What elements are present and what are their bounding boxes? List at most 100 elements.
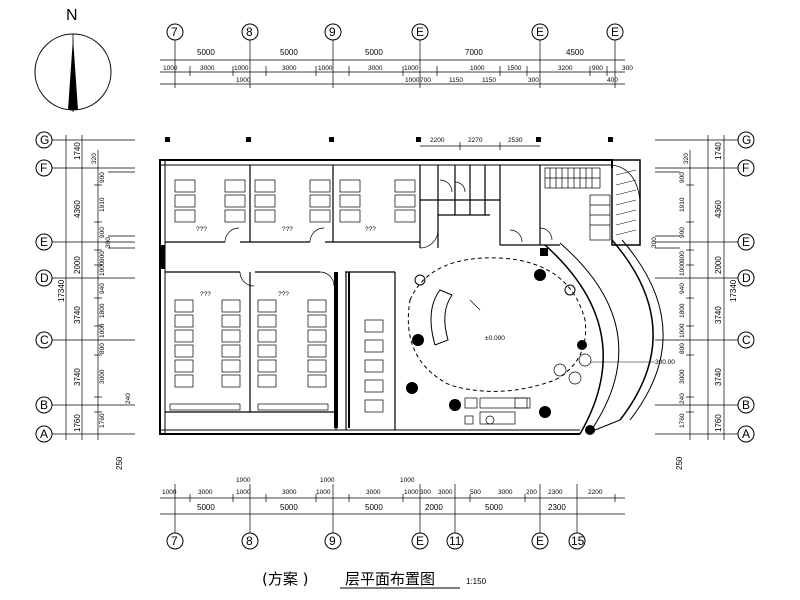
svg-text:1000: 1000: [318, 65, 333, 72]
svg-text:3000: 3000: [498, 489, 513, 496]
svg-text:1000: 1000: [316, 489, 331, 496]
svg-text:2000: 2000: [714, 256, 723, 274]
columns: [160, 137, 613, 428]
svg-text:5000: 5000: [197, 503, 215, 512]
svg-text:200: 200: [526, 489, 537, 496]
svg-text:1500: 1500: [507, 65, 522, 72]
svg-text:B: B: [40, 398, 48, 412]
svg-text:1760: 1760: [714, 414, 723, 432]
svg-text:300: 300: [528, 77, 539, 84]
svg-text:C: C: [742, 333, 751, 347]
room-labels: ??? ??? ??? ??? ???: [196, 226, 376, 298]
svg-text:900: 900: [679, 172, 686, 183]
svg-text:240: 240: [679, 393, 686, 404]
svg-text:800: 800: [679, 343, 686, 354]
grid-bubble-bottom: 8: [241, 532, 259, 550]
svg-text:2000: 2000: [73, 256, 82, 274]
svg-text:300: 300: [105, 237, 112, 248]
staircase: [544, 167, 611, 241]
svg-text:E: E: [416, 534, 424, 548]
plants: [406, 269, 595, 435]
svg-text:900: 900: [99, 172, 106, 183]
svg-text:940: 940: [679, 283, 686, 294]
svg-text:700: 700: [420, 77, 431, 84]
hatched-wall: [615, 169, 637, 236]
svg-text:1000: 1000: [234, 65, 249, 72]
grid-bubble-top: E: [606, 23, 624, 41]
svg-text:3740: 3740: [73, 368, 82, 386]
svg-text:???: ???: [282, 226, 293, 233]
lobby-dashed-area: [407, 257, 587, 392]
svg-text:320: 320: [91, 153, 98, 164]
svg-text:3740: 3740: [714, 306, 723, 324]
top-grid-bubbles: 7 8 9 E E E: [166, 23, 624, 41]
svg-text:4360: 4360: [714, 200, 723, 218]
left-grid-bubbles: G F E D C B A: [35, 131, 53, 443]
lobby-furniture: [464, 353, 592, 425]
svg-text:3000: 3000: [679, 369, 686, 384]
svg-text:A: A: [742, 427, 750, 441]
svg-text:1000: 1000: [236, 477, 251, 484]
svg-text:5000: 5000: [365, 503, 383, 512]
svg-text:900: 900: [99, 227, 106, 238]
left-dimension-text: 1740 4360 2000 3740 3740 1760 17340 320 …: [57, 142, 132, 470]
svg-text:1000: 1000: [405, 77, 420, 84]
grid-bubble-right: B: [737, 396, 755, 414]
svg-text:1800: 1800: [679, 303, 686, 318]
svg-text:D: D: [40, 271, 49, 285]
svg-text:5000: 5000: [280, 48, 298, 57]
svg-text:1150: 1150: [449, 77, 463, 84]
grid-bubble-left: E: [35, 233, 53, 251]
svg-text:1000: 1000: [163, 65, 178, 72]
grid-bubble-right: E: [737, 233, 755, 251]
svg-text:15: 15: [571, 534, 585, 548]
grid-bubble-right: C: [737, 331, 755, 349]
grid-bubble-top: 7: [166, 23, 184, 41]
svg-text:8: 8: [246, 534, 253, 548]
north-label: N: [66, 7, 78, 24]
svg-text:2000: 2000: [425, 503, 443, 512]
svg-text:1000: 1000: [679, 323, 686, 338]
svg-text:900: 900: [592, 65, 603, 72]
svg-text:1000: 1000: [320, 477, 335, 484]
svg-text:E: E: [611, 25, 619, 39]
svg-text:11: 11: [449, 534, 462, 548]
top-dimension-text: 5000 5000 5000 7000 4500 1000 3000 1000 …: [163, 48, 633, 144]
svg-text:1000: 1000: [236, 77, 251, 84]
left-dimensions: [52, 135, 135, 440]
svg-text:2200: 2200: [588, 489, 603, 496]
svg-text:1000: 1000: [236, 489, 251, 496]
svg-text:???: ???: [365, 226, 376, 233]
title-scale: 1:150: [466, 577, 487, 586]
svg-text:F: F: [40, 161, 47, 175]
svg-text:2200: 2200: [430, 137, 445, 144]
svg-text:3000: 3000: [368, 65, 383, 72]
svg-text:3200: 3200: [558, 65, 573, 72]
stair-tower: [611, 159, 641, 246]
svg-text:1760: 1760: [679, 413, 686, 428]
svg-text:5000: 5000: [280, 503, 298, 512]
svg-text:900: 900: [679, 227, 686, 238]
grid-bubble-bottom: E: [411, 532, 429, 550]
grid-bubble-left: B: [35, 396, 53, 414]
svg-text:500: 500: [470, 489, 481, 496]
svg-text:320: 320: [683, 153, 690, 164]
level-label: ±0.000: [485, 335, 505, 342]
grid-bubble-right: A: [737, 425, 755, 443]
svg-text:3000: 3000: [282, 489, 297, 496]
svg-text:7: 7: [171, 25, 178, 39]
svg-text:1740: 1740: [714, 142, 723, 160]
svg-text:9: 9: [329, 534, 336, 548]
svg-text:300: 300: [622, 65, 633, 72]
svg-text:???: ???: [200, 291, 211, 298]
bottom-dimension-text: 1000 3000 1000 3000 1000 3000 1000 300 3…: [162, 477, 603, 512]
svg-text:1800: 1800: [99, 303, 106, 318]
svg-text:4500: 4500: [566, 48, 584, 57]
svg-text:1760: 1760: [73, 414, 82, 432]
svg-text:1000: 1000: [99, 323, 106, 338]
svg-text:3000: 3000: [282, 65, 297, 72]
radius-label: 300.00: [655, 359, 675, 366]
grid-bubble-left: D: [35, 269, 53, 287]
svg-text:3000: 3000: [99, 369, 106, 384]
